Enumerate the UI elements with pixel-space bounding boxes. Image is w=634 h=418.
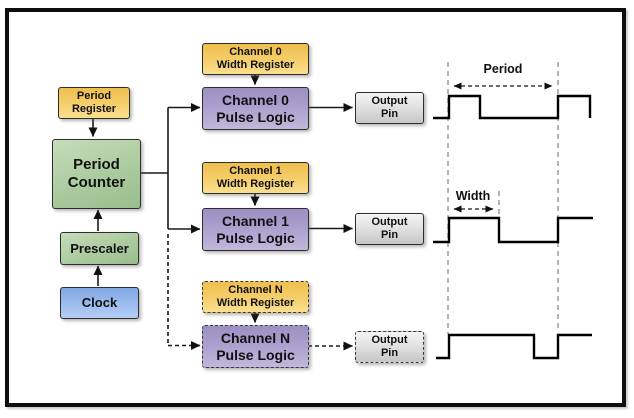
- block-label-line2: Width Register: [216, 297, 295, 309]
- period-label: Period: [483, 62, 523, 76]
- block-label-line1: Channel N: [220, 329, 291, 346]
- channel-1-pulse-logic: Channel 1 Pulse Logic: [202, 208, 309, 251]
- block-label-line1: Channel 0: [222, 91, 289, 108]
- block-label-line2: Counter: [67, 174, 126, 191]
- block-label-line1: Period: [73, 156, 120, 174]
- width-label: Width: [455, 189, 491, 203]
- prescaler-block: Prescaler: [60, 232, 139, 265]
- block-label-line1: Output: [371, 216, 408, 229]
- clock-block: Clock: [60, 287, 139, 319]
- channel-n-width-register: Channel N Width Register: [202, 281, 309, 313]
- block-label-line1: Channel 0: [229, 46, 282, 59]
- block-label-line1: Channel 1: [222, 212, 289, 229]
- block-label-line2: Pin: [380, 347, 399, 359]
- block-label-line1: Channel 1: [229, 165, 282, 178]
- block-label-line1: Output: [371, 95, 408, 108]
- block-label: Prescaler: [70, 240, 129, 256]
- block-label-line2: Pulse Logic: [216, 229, 295, 246]
- block-label-line2: Pin: [380, 108, 399, 120]
- channel-n-pulse-logic: Channel N Pulse Logic: [202, 325, 309, 368]
- block-label-line2: Width Register: [216, 178, 295, 190]
- channel-0-output-pin: Output Pin: [355, 92, 424, 124]
- block-label-line2: Pulse Logic: [216, 346, 295, 363]
- block-label-line2: Width Register: [216, 59, 295, 71]
- block-label-line2: Pulse Logic: [216, 108, 295, 125]
- channel-1-width-register: Channel 1 Width Register: [202, 162, 309, 194]
- block-label-line2: Register: [71, 103, 117, 115]
- period-register-block: Period Register: [58, 87, 130, 119]
- period-counter-block: Period Counter: [52, 139, 141, 209]
- block-label-line2: Pin: [380, 229, 399, 241]
- channel-0-width-register: Channel 0 Width Register: [202, 43, 309, 75]
- block-label-line1: Output: [371, 334, 408, 347]
- channel-n-output-pin: Output Pin: [355, 331, 424, 363]
- channel-1-output-pin: Output Pin: [355, 213, 424, 245]
- block-label-line1: Channel N: [228, 284, 283, 297]
- block-label-line1: Period: [76, 90, 112, 103]
- channel-0-pulse-logic: Channel 0 Pulse Logic: [202, 87, 309, 130]
- block-label: Clock: [81, 295, 118, 311]
